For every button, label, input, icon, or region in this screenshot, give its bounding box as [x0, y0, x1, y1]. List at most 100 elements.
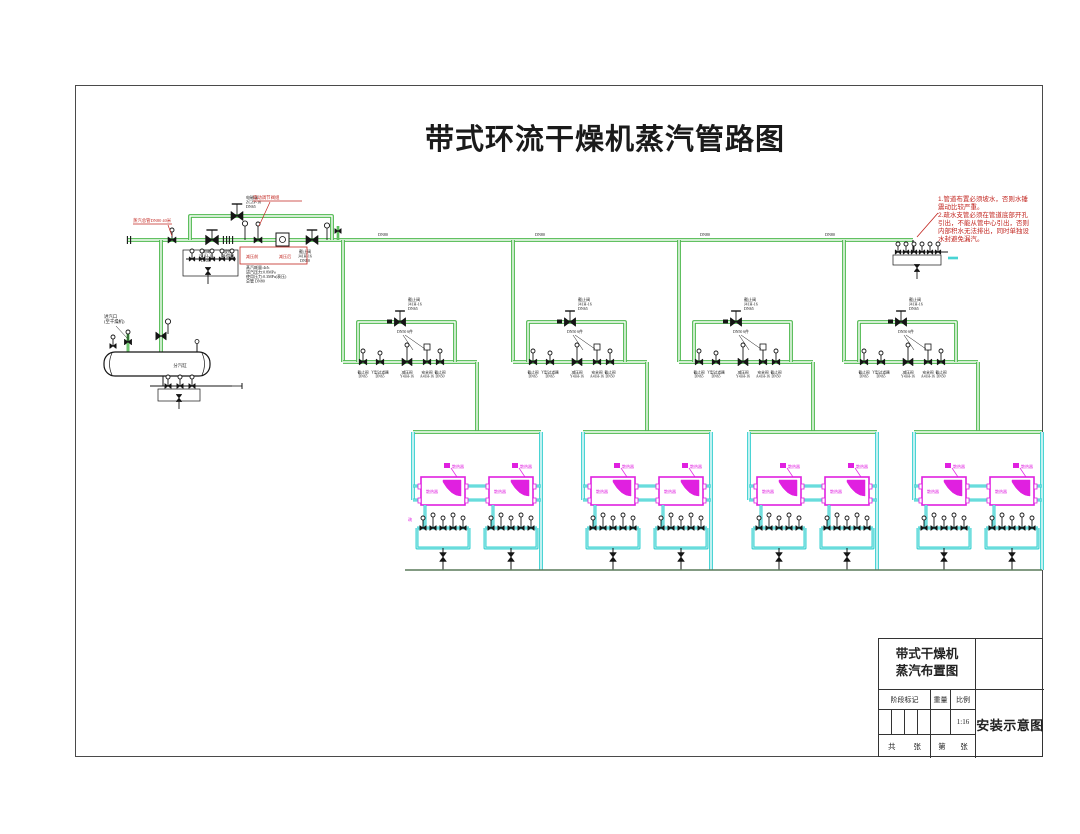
valve-icon [394, 310, 406, 327]
right-drain-assembly [892, 212, 958, 279]
valve-icon [737, 342, 749, 367]
valve-icon [419, 515, 427, 531]
stage-cell [905, 709, 918, 734]
valve-icon [176, 374, 184, 389]
valve-icon [694, 348, 704, 366]
weight-header: 重量 [931, 689, 951, 709]
valve-icon [253, 221, 263, 244]
svg-text:散热器: 散热器 [953, 463, 965, 469]
svg-text:DN80: DN80 [535, 232, 545, 237]
exchanger-tag: 散热器 [848, 463, 868, 478]
valve-icon [1028, 515, 1036, 531]
svg-text:散热器: 散热器 [622, 463, 634, 469]
valve-icon [218, 248, 226, 262]
pressure-gauge-icon [241, 220, 249, 240]
svg-text:DN80: DN80 [300, 258, 310, 263]
svg-text:A41H-16: A41H-16 [921, 375, 935, 379]
steam-trap-icon [1008, 552, 1016, 562]
svg-text:截止阀: 截止阀 [299, 248, 311, 254]
svg-text:J41H-16: J41H-16 [408, 301, 422, 306]
valve-icon [765, 512, 773, 531]
drawing-border [75, 85, 1043, 757]
valve-icon [657, 515, 665, 531]
svg-text:DN65: DN65 [246, 204, 256, 209]
svg-text:Y型过滤器: Y型过滤器 [872, 370, 890, 375]
trap-station [984, 512, 1040, 570]
svg-text:DN65: DN65 [358, 375, 367, 379]
scale-header: 比例 [951, 689, 976, 709]
steam-trap-icon [775, 552, 783, 562]
stage-mark-header: 阶段标记 [879, 689, 931, 709]
svg-text:截止阀: 截止阀 [909, 296, 921, 302]
steam-trap-icon [439, 552, 447, 562]
valve-icon [960, 515, 968, 531]
svg-text:进汽压力:0.8MPa: 进汽压力:0.8MPa [246, 269, 276, 275]
svg-text:DN65: DN65 [375, 375, 384, 379]
svg-text:DN80: DN80 [700, 232, 710, 237]
valve-icon [599, 512, 607, 531]
exchanger-tag: 散热器 [614, 463, 634, 478]
svg-text:进汽口: 进汽口 [104, 313, 117, 320]
valve-icon [528, 348, 538, 366]
svg-text:DN65: DN65 [528, 375, 537, 379]
valve-icon [459, 515, 467, 531]
sheet-total-cell: 共 张 [879, 734, 931, 758]
valve-icon [930, 512, 938, 531]
valve-icon [950, 512, 958, 531]
svg-text:DN65: DN65 [909, 306, 919, 311]
svg-text:Y型过滤器: Y型过滤器 [541, 370, 559, 375]
svg-text:Y43H-16: Y43H-16 [570, 375, 584, 379]
svg-text:A41H-16: A41H-16 [420, 375, 434, 379]
svg-text:DN50: DN50 [435, 375, 444, 379]
valve-icon [934, 241, 942, 255]
valve-icon [358, 348, 368, 366]
svg-text:截止阀: 截止阀 [357, 370, 368, 375]
valve-icon [697, 515, 705, 531]
valve-icon [863, 515, 871, 531]
svg-text:疏: 疏 [408, 516, 412, 522]
svg-text:DN50: DN50 [936, 375, 945, 379]
svg-text:J41H-16: J41H-16 [744, 301, 758, 306]
valve-icon [198, 248, 206, 262]
valve-icon [517, 512, 525, 531]
valve-icon [687, 512, 695, 531]
valve-icon [940, 515, 948, 531]
valve-icon [435, 348, 445, 366]
document-title: 带式干燥机 蒸汽布置图 [879, 639, 976, 689]
svg-text:波纹: 波纹 [224, 248, 232, 254]
svg-text:散热器: 散热器 [664, 488, 676, 494]
trap-station [483, 512, 539, 570]
trap-station [751, 512, 807, 570]
svg-text:Z41H-16: Z41H-16 [199, 253, 214, 258]
valve-icon [497, 512, 505, 531]
svg-text:DN50 6件: DN50 6件 [567, 329, 583, 334]
valve-icon [775, 515, 783, 531]
valve-icon [124, 329, 132, 345]
svg-text:DN50 6件: DN50 6件 [397, 329, 413, 334]
valve-icon [619, 512, 627, 531]
svg-text:J41H-16: J41H-16 [298, 253, 312, 258]
valve-icon [926, 241, 934, 255]
valve-icon [629, 515, 637, 531]
trap-station [585, 512, 641, 570]
valve-icon [205, 229, 219, 246]
valve-icon [228, 248, 236, 262]
svg-text:A41H-16: A41H-16 [756, 375, 770, 379]
valve-icon [711, 350, 721, 366]
valve-icon [305, 229, 319, 245]
valve-icon [823, 515, 831, 531]
svg-text:蒸汽耗量:4t/h: 蒸汽耗量:4t/h [246, 264, 269, 270]
svg-text:减压阀: 减压阀 [571, 370, 582, 375]
svg-text:散热器: 散热器 [762, 488, 774, 494]
valve-icon [998, 512, 1006, 531]
valve-icon [667, 512, 675, 531]
valve-icon [571, 342, 583, 367]
svg-text:散热器: 散热器 [1021, 463, 1033, 469]
